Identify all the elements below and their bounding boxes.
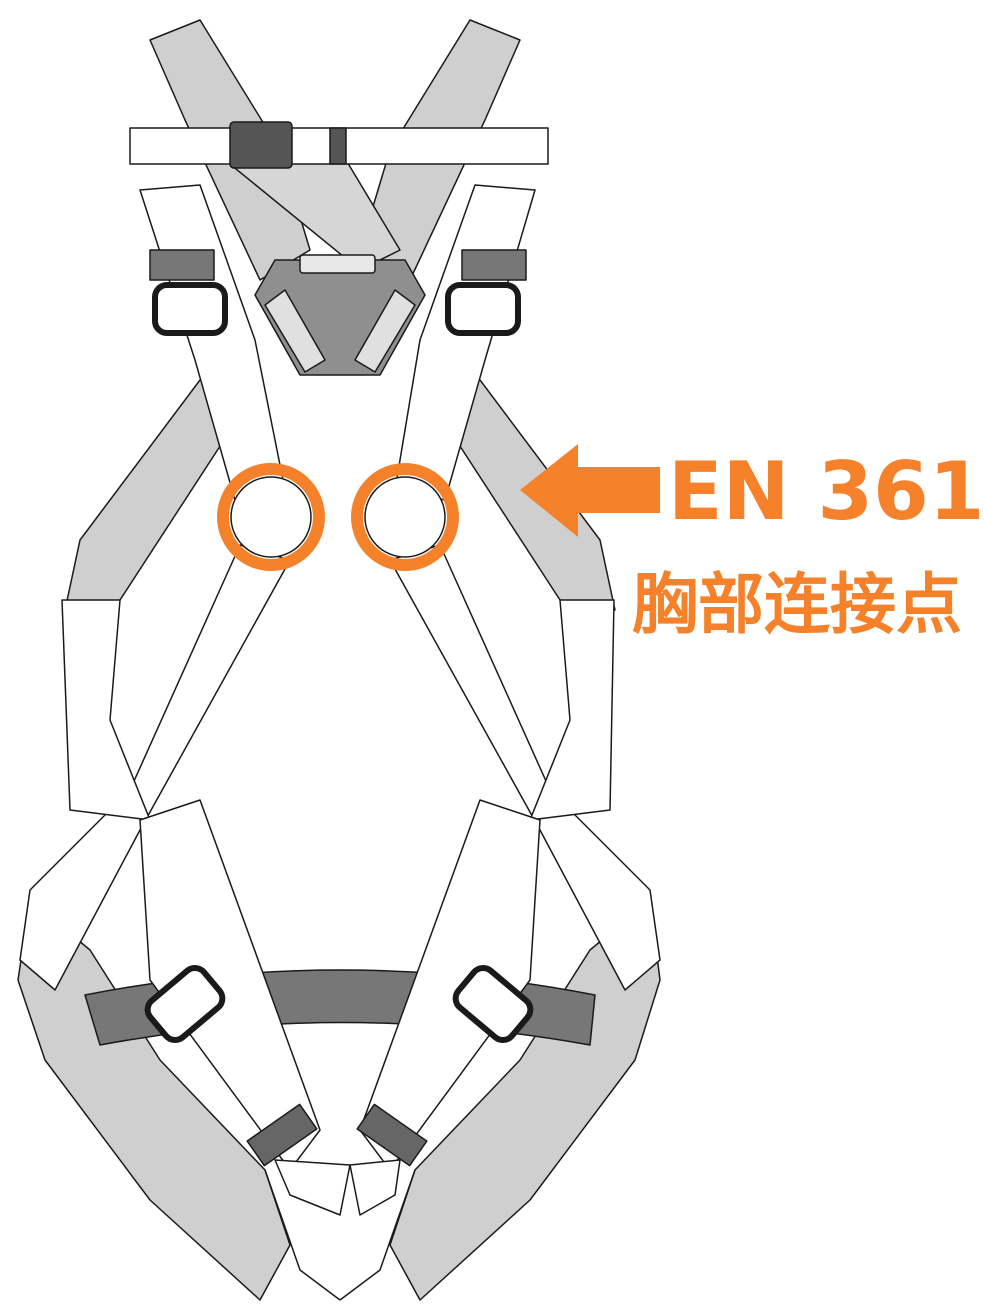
shoulder-band-right: [461, 249, 527, 281]
attachment-ring-icon: [351, 463, 459, 571]
leg-band-right: [356, 1103, 428, 1167]
harness-diagram: [17, 19, 661, 1301]
lower-leg-line-left: [264, 1169, 341, 1301]
attachment-ring-icon: [217, 463, 325, 571]
ring-loop-left: [230, 476, 312, 558]
shoulder-slider-left: [152, 282, 228, 336]
arrow-left-icon: [520, 444, 660, 537]
torso-side-strap-right: [529, 599, 615, 821]
leg-band-left: [246, 1103, 318, 1167]
front-leg-strap-right: [359, 799, 541, 1171]
leg-slider-left: [144, 965, 226, 1043]
leg-slider-right: [452, 965, 534, 1043]
crotch-tab-right: [349, 1159, 401, 1216]
shoulder-band-left: [149, 249, 215, 281]
torso-side-strap-left: [61, 599, 151, 821]
chest-buckle: [229, 121, 293, 169]
lower-leg-line-right: [339, 1169, 416, 1301]
front-leg-strap-left: [139, 799, 321, 1171]
standard-label: EN 361: [668, 445, 984, 538]
dorsal-slot-right: [354, 289, 416, 373]
attachment-point-label: 胸部连接点: [632, 566, 962, 643]
chest-attachment-points: [217, 463, 459, 571]
chest-slider: [329, 127, 347, 165]
dorsal-slot-left: [264, 289, 326, 373]
shoulder-slider-right: [445, 282, 521, 336]
crotch-tab-left: [274, 1159, 351, 1216]
dorsal-top-loop: [299, 254, 376, 274]
ring-loop-right: [364, 476, 446, 558]
